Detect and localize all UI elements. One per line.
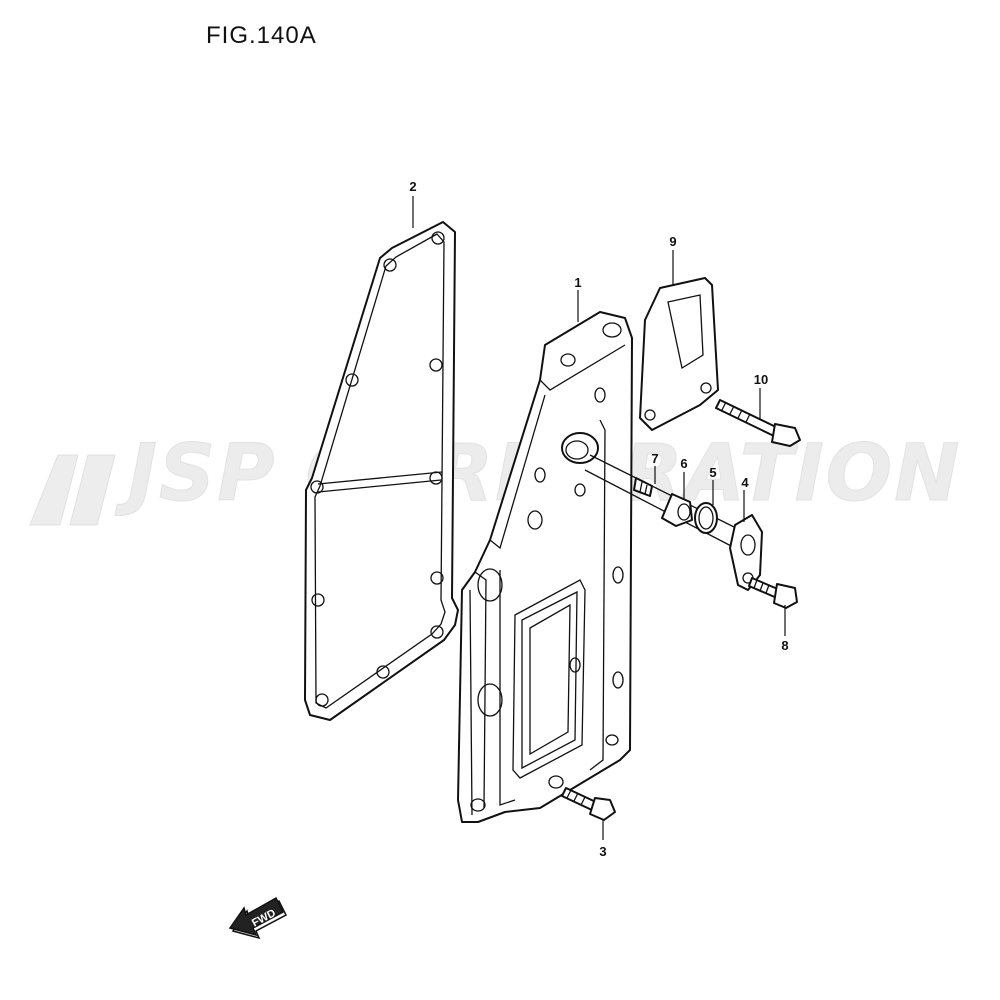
callout-labels: 1 2 3 4 5 6 7 8 9 10	[409, 179, 788, 859]
part-1-cover	[457, 311, 633, 823]
callout-6: 6	[680, 456, 687, 471]
fwd-direction-arrow: FWD	[228, 896, 287, 940]
watermark: JSP CORPORATION	[29, 429, 960, 526]
leader-lines	[412, 196, 786, 840]
part-2-gasket	[304, 221, 459, 721]
callout-4: 4	[741, 475, 749, 490]
part-5-o-ring	[694, 502, 718, 534]
callout-9: 9	[669, 234, 676, 249]
figure-title: FIG.140A	[206, 22, 317, 49]
part-9-plate-gasket	[639, 277, 719, 431]
callout-10: 10	[754, 372, 768, 387]
part-6-collar	[661, 493, 693, 527]
callout-5: 5	[709, 465, 716, 480]
part-10-bolt	[715, 399, 801, 447]
part-3-bolt	[561, 787, 616, 821]
callout-7: 7	[651, 451, 658, 466]
callout-1: 1	[574, 275, 581, 290]
part-4-flange	[729, 514, 763, 591]
callout-2: 2	[409, 179, 416, 194]
part-7-plug	[633, 477, 653, 497]
part-8-bolt	[748, 577, 798, 609]
callout-8: 8	[781, 638, 788, 653]
callout-3: 3	[599, 844, 606, 859]
